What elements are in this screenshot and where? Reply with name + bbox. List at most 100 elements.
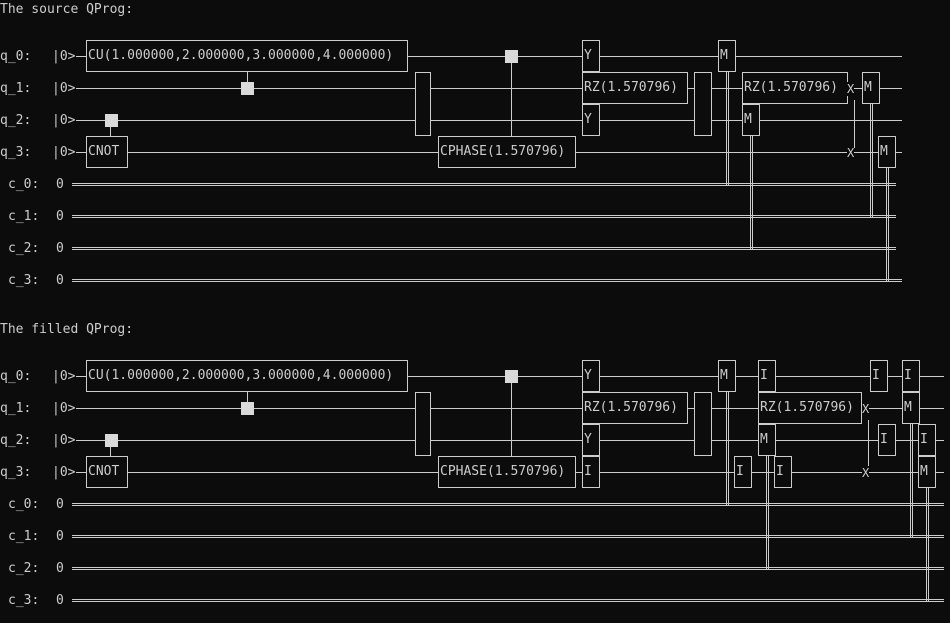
filled-y0-gate[interactable]: Y (582, 360, 600, 392)
source-m1-gate[interactable]: M (862, 72, 880, 104)
source-q3-label: q_3: (0, 145, 32, 160)
filled-q2-wire (76, 440, 944, 441)
source-q0-wire (76, 56, 902, 57)
filled-h-label: H (417, 453, 430, 455)
source-h-gate[interactable]: H X (415, 72, 431, 136)
source-swap-x1[interactable]: X (847, 82, 855, 96)
source-cnot-connector (110, 120, 111, 137)
source-h-label: H (417, 133, 430, 135)
filled-c2-wire (72, 567, 944, 570)
source-q1-init: |0> (52, 81, 76, 96)
source-m3-gate[interactable]: M (878, 136, 896, 168)
source-rz1b-gate[interactable]: RZ(1.570796) (742, 72, 848, 104)
source-c2-wire (72, 247, 896, 250)
source-y2-gate[interactable]: Y (582, 104, 600, 136)
filled-c3-label: c_3: (8, 593, 40, 608)
filled-swap-x3[interactable]: X (862, 466, 870, 480)
source-cphase-gate[interactable]: CPHASE(1.570796) (438, 136, 576, 168)
filled-c2-label: c_2: (8, 561, 40, 576)
source-swap-connector (854, 100, 855, 148)
filled-heading: The filled QProg: (0, 322, 134, 337)
filled-i3c-gate[interactable]: I (774, 456, 792, 488)
filled-i0c-gate[interactable]: I (902, 360, 920, 392)
filled-q1-wire (76, 408, 944, 409)
filled-q1-label: q_1: (0, 401, 32, 416)
source-q1-label: q_1: (0, 81, 32, 96)
source-m0-gate[interactable]: M (718, 40, 736, 72)
source-rz1-gate[interactable]: RZ(1.570796) (582, 72, 688, 104)
filled-c0-value: 0 (56, 497, 64, 512)
source-m2-link (750, 136, 753, 249)
source-q2-init: |0> (52, 113, 76, 128)
filled-q0-label: q_0: (0, 369, 32, 384)
filled-cnot-control-dot (105, 434, 118, 447)
filled-y2-gate[interactable]: Y (582, 424, 600, 456)
filled-i3b-gate[interactable]: I (734, 456, 752, 488)
filled-c0-wire (72, 503, 944, 506)
source-c3-wire (72, 279, 902, 282)
source-c0-value: 0 (56, 177, 64, 192)
source-heading: The source QProg: (0, 2, 134, 17)
filled-c0-label: c_0: (8, 497, 40, 512)
source-s1-label: S (696, 133, 711, 135)
filled-cphase-connector (511, 376, 512, 458)
filled-cu-connector (247, 392, 248, 409)
source-c3-value: 0 (56, 273, 64, 288)
source-q2-wire (76, 120, 902, 121)
filled-cu-control-dot (241, 402, 254, 415)
source-cphase-connector (511, 56, 512, 138)
filled-q3-init: |0> (52, 465, 76, 480)
filled-i2-gate[interactable]: I (878, 424, 896, 456)
filled-m1-link (910, 424, 913, 537)
filled-cnot-gate[interactable]: CNOT (86, 456, 128, 488)
filled-m1-gate[interactable]: M (902, 392, 920, 424)
filled-cphase-control-dot (505, 370, 518, 383)
filled-swap-connector (868, 420, 869, 468)
source-cu-gate[interactable]: CU(1.000000,2.000000,3.000000,4.000000) (86, 40, 408, 72)
filled-rz1-gate[interactable]: RZ(1.570796) (582, 392, 688, 424)
filled-q3-label: q_3: (0, 465, 32, 480)
source-c3-label: c_3: (8, 273, 40, 288)
filled-rz1b-gate[interactable]: RZ(1.570796) (758, 392, 862, 424)
filled-i0b-gate[interactable]: I (870, 360, 888, 392)
filled-i3-gate[interactable]: I (582, 456, 600, 488)
source-m3-link (886, 168, 889, 281)
source-cnot-gate[interactable]: CNOT (86, 136, 128, 168)
filled-s-gates[interactable]: S S (694, 392, 712, 456)
filled-c1-label: c_1: (8, 529, 40, 544)
filled-c3-value: 0 (56, 593, 64, 608)
source-c2-label: c_2: (8, 241, 40, 256)
source-q3-init: |0> (52, 145, 76, 160)
filled-c1-value: 0 (56, 529, 64, 544)
filled-m2-gate[interactable]: M (758, 424, 776, 456)
source-cu-connector (247, 72, 248, 89)
filled-cu-gate[interactable]: CU(1.000000,2.000000,3.000000,4.000000) (86, 360, 408, 392)
filled-i2b-gate[interactable]: I (918, 424, 936, 456)
source-q2-label: q_2: (0, 113, 32, 128)
source-swap-x3[interactable]: X (847, 146, 855, 160)
source-cnot-control-dot (105, 114, 118, 127)
filled-q2-label: q_2: (0, 433, 32, 448)
filled-cnot-connector (110, 440, 111, 457)
source-cphase-control-dot (505, 50, 518, 63)
filled-cphase-gate[interactable]: CPHASE(1.570796) (438, 456, 576, 488)
filled-swap-x1[interactable]: X (862, 402, 870, 416)
filled-m3-gate[interactable]: M (918, 456, 936, 488)
filled-m2-link (766, 456, 769, 569)
filled-m3-link (926, 488, 929, 601)
source-y0-gate[interactable]: Y (582, 40, 600, 72)
filled-q1-init: |0> (52, 401, 76, 416)
source-s-gates[interactable]: S S (694, 72, 712, 136)
source-q0-label: q_0: (0, 49, 32, 64)
source-cu-control-dot (241, 82, 254, 95)
filled-i0-gate[interactable]: I (758, 360, 776, 392)
source-c2-value: 0 (56, 241, 64, 256)
filled-c1-wire (72, 535, 944, 538)
source-m2-gate[interactable]: M (742, 104, 760, 136)
filled-c2-value: 0 (56, 561, 64, 576)
filled-q0-init: |0> (52, 369, 76, 384)
source-q0-init: |0> (52, 49, 76, 64)
filled-h-gate[interactable]: H X (415, 392, 431, 456)
source-m1-link (870, 104, 873, 217)
filled-m0-gate[interactable]: M (718, 360, 736, 392)
